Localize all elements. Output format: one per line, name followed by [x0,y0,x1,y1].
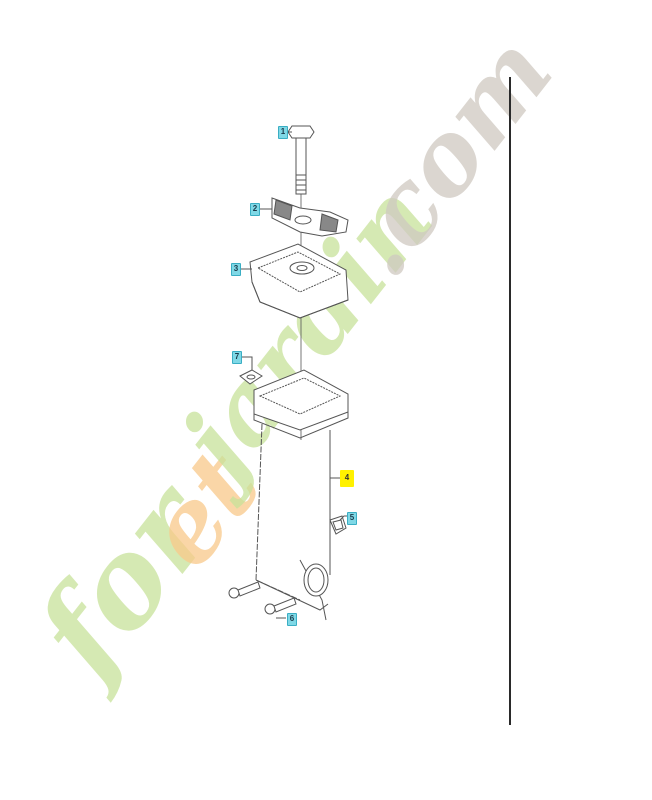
callout-2: 2 [250,203,260,216]
bracket-top-part [253,369,349,439]
page-divider [509,77,511,725]
square-nut-part [239,369,263,385]
callout-7: 7 [232,351,242,364]
callout-5: 5 [347,512,357,525]
cover-part [249,243,349,319]
callout-1: 1 [278,126,288,139]
callout-3: 3 [231,263,241,276]
clamp-part [329,515,347,535]
screws-part [228,581,297,615]
wing-knob-part [271,197,349,237]
callout-4-highlighted: 4 [340,470,354,487]
bolt-part [287,125,315,195]
callout-6: 6 [287,613,297,626]
handle-bracket-part [255,423,331,621]
